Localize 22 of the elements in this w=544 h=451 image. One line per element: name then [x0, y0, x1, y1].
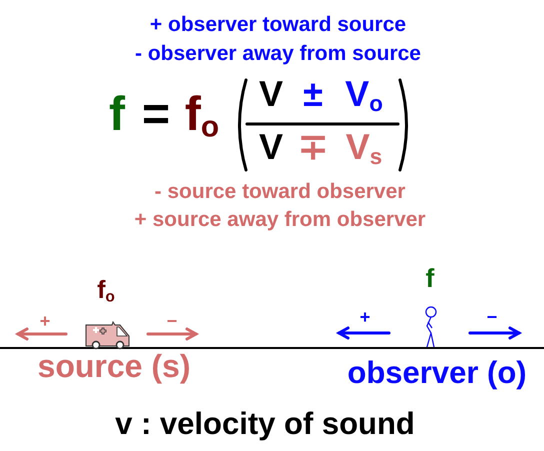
direction-sign: +	[360, 308, 370, 326]
direction-sign: −	[166, 312, 178, 330]
formula-symbol: ±	[303, 76, 323, 112]
direction-sign: −	[486, 308, 498, 326]
formula-symbol: f$_{o}$	[184, 91, 220, 139]
condition-note: + source away from observer	[134, 209, 426, 230]
formula-symbol: ∓	[298, 129, 328, 165]
direction-sign: +	[40, 312, 50, 330]
name-label: observer (o)	[347, 357, 527, 388]
formula-symbol: =	[142, 91, 170, 139]
condition-note: + observer toward source	[150, 14, 406, 35]
formula-symbol: V	[259, 76, 283, 112]
formula-symbol: V$_{s}$	[346, 129, 382, 165]
condition-note: - observer away from source	[135, 43, 421, 64]
name-label: source (s)	[38, 350, 190, 382]
frequency-label: f	[426, 265, 434, 291]
frequency-label: f$_{o}$	[97, 278, 115, 303]
formula-symbol: V$_{o}$	[345, 76, 383, 112]
condition-note: - source toward observer	[154, 181, 406, 202]
caption: v : velocity of sound	[115, 408, 415, 439]
formula-symbol: f	[109, 91, 125, 139]
formula-symbol: V	[259, 129, 283, 165]
